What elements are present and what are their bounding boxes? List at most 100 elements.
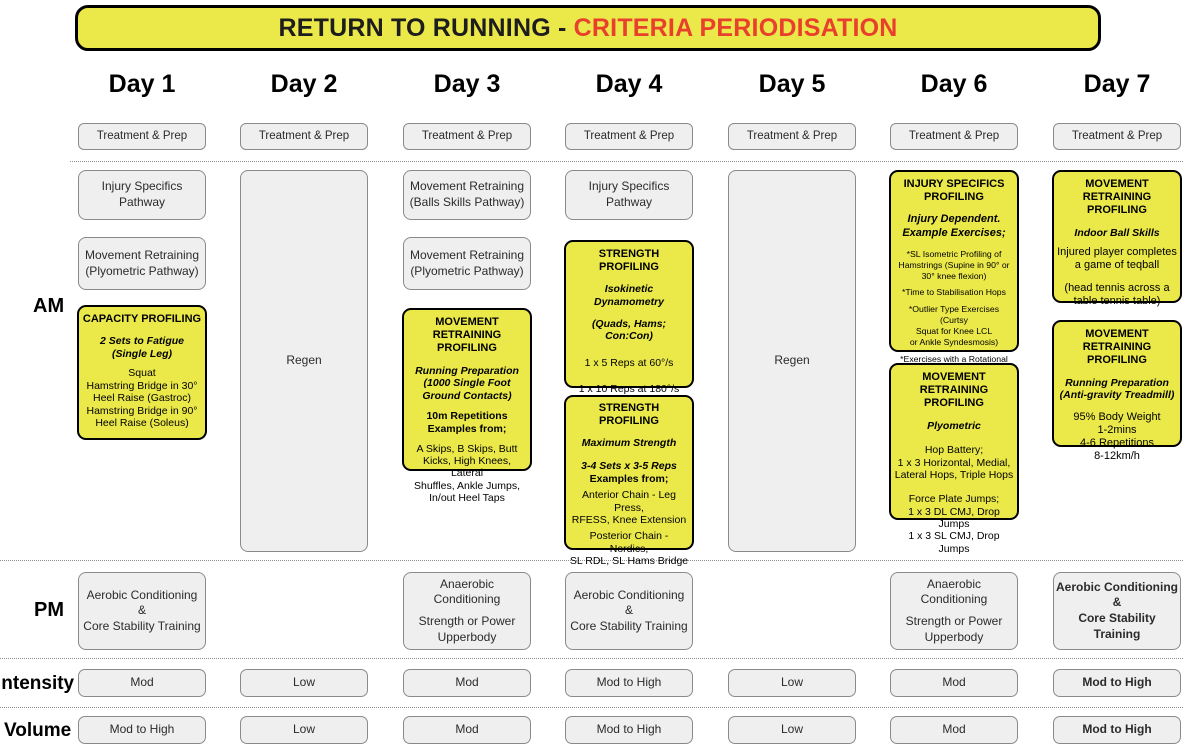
- am-day3-movement-retraining-profiling: MOVEMENT RETRAINING PROFILING Running Pr…: [402, 308, 532, 504]
- intensity-day6: Mod: [890, 669, 1018, 697]
- am-day5-regen: Regen: [728, 170, 856, 552]
- d7-p1-title: MOVEMENT RETRAINING PROFILING: [1082, 178, 1152, 217]
- volume-day5: Low: [728, 716, 856, 744]
- treatment-box-day2: Treatment & Prep: [240, 123, 368, 150]
- day-header-1: Day 1: [108, 70, 176, 98]
- pm-day3-strength: Strength or Power Upperbody: [418, 614, 516, 644]
- d7-p1-sec2: (head tennis across a table tennis table…: [1064, 282, 1170, 308]
- d6-p1-subtitle: Injury Dependent. Example Exercises;: [902, 213, 1006, 239]
- am-day7-antigravity-treadmill: MOVEMENT RETRAINING PROFILING Running Pr…: [1052, 320, 1182, 462]
- am-day6-injury-specifics-profiling: INJURY SPECIFICS PROFILING Injury Depend…: [889, 170, 1019, 375]
- d7-p2-sec1: 95% Body Weight 1-2mins 4-6 Repetitions …: [1073, 410, 1161, 462]
- d3-profiling-title: MOVEMENT RETRAINING PROFILING: [432, 316, 502, 355]
- d3-profiling-subtitle: Running Preparation (1000 Single Foot Gr…: [415, 364, 519, 402]
- day-header-3: Day 3: [433, 70, 501, 98]
- row-label-am: AM: [33, 295, 65, 317]
- day-header-7: Day 7: [1083, 70, 1151, 98]
- d6-p1-sec1: *SL Isometric Profiling of Hamstrings (S…: [898, 248, 1010, 281]
- intensity-day3: Mod: [403, 669, 531, 697]
- treatment-box-day4: Treatment & Prep: [565, 123, 693, 150]
- day-header-4: Day 4: [595, 70, 663, 98]
- capacity-profiling-subtitle: 2 Sets to Fatigue (Single Leg): [99, 335, 184, 360]
- row-label-intensity: Intensity: [0, 673, 75, 694]
- am-day1-capacity-profiling: CAPACITY PROFILING 2 Sets to Fatigue (Si…: [77, 305, 207, 440]
- d4-p1-subtitle: Isokinetic Dynamometry: [593, 283, 665, 308]
- am-day2-regen: Regen: [240, 170, 368, 552]
- day-header-5: Day 5: [758, 70, 826, 98]
- am-day3-plyometric-pathway: Movement Retraining (Plyometric Pathway): [403, 237, 531, 290]
- volume-day1: Mod to High: [78, 716, 206, 744]
- pm-day4-box: Aerobic Conditioning & Core Stability Tr…: [565, 572, 693, 650]
- d4-p2-subtitle2: 3-4 Sets x 3-5 Reps: [581, 459, 677, 472]
- pm-day6-anaerobic: Anaerobic Conditioning: [920, 576, 988, 607]
- d6-p2-title: MOVEMENT RETRAINING PROFILING: [919, 371, 989, 410]
- d6-p2-subtitle: Plyometric: [927, 419, 981, 432]
- divider-intensity-volume: [0, 707, 1183, 708]
- am-day4-strength-profiling-max: STRENGTH PROFILING Maximum Strength 3-4 …: [564, 395, 694, 596]
- pm-day6-box: Anaerobic Conditioning Strength or Power…: [890, 572, 1018, 650]
- d6-p1-sec3: *Outlier Type Exercises (Curtsy Squat fo…: [908, 304, 1000, 347]
- intensity-day2: Low: [240, 669, 368, 697]
- d4-p1-subtitle2: (Quads, Hams; Con:Con): [591, 317, 667, 343]
- am-day1-injury-specifics: Injury Specifics Pathway: [78, 170, 206, 220]
- d7-p2-subtitle: Running Preparation (Anti-gravity Treadm…: [1059, 376, 1175, 402]
- pm-day7-text: Aerobic Conditioning & Core Stability Tr…: [1056, 579, 1178, 641]
- title-main: RETURN TO RUNNING -: [278, 13, 574, 42]
- d7-p2-title: MOVEMENT RETRAINING PROFILING: [1082, 328, 1152, 367]
- treatment-box-day1: Treatment & Prep: [78, 123, 206, 150]
- divider-pm-intensity: [0, 658, 1183, 659]
- treatment-box-day7: Treatment & Prep: [1053, 123, 1181, 150]
- treatment-box-day6: Treatment & Prep: [890, 123, 1018, 150]
- volume-day3: Mod: [403, 716, 531, 744]
- d4-p2-sec1: Anterior Chain - Leg Press, RFESS, Knee …: [571, 489, 687, 526]
- capacity-profiling-title: CAPACITY PROFILING: [82, 313, 202, 325]
- d4-p2-sec2: Posterior Chain - Nordics, SL RDL, SL Ha…: [569, 530, 689, 568]
- treatment-box-day3: Treatment & Prep: [403, 123, 531, 150]
- pm-day1-box: Aerobic Conditioning & Core Stability Tr…: [78, 572, 206, 650]
- d6-p2-sec1: Hop Battery; 1 x 3 Horizontal, Medial, L…: [894, 444, 1014, 481]
- d4-p1-rep2: 1 x 10 Reps at 180°/s: [578, 382, 680, 395]
- d4-p2-title: STRENGTH PROFILING: [598, 402, 660, 428]
- title-banner: RETURN TO RUNNING - CRITERIA PERIODISATI…: [75, 5, 1101, 51]
- intensity-day7: Mod to High: [1053, 669, 1181, 697]
- intensity-day5: Low: [728, 669, 856, 697]
- pm-day3-box: Anaerobic Conditioning Strength or Power…: [403, 572, 531, 650]
- pm-day3-anaerobic: Anaerobic Conditioning: [433, 576, 501, 607]
- d4-p1-rep1: 1 x 5 Reps at 60°/s: [584, 356, 674, 369]
- pm-day1-text: Aerobic Conditioning & Core Stability Tr…: [83, 587, 201, 633]
- volume-day2: Low: [240, 716, 368, 744]
- title-accent: CRITERIA PERIODISATION: [573, 13, 898, 42]
- day-header-2: Day 2: [270, 70, 338, 98]
- pm-day6-strength: Strength or Power Upperbody: [905, 614, 1003, 644]
- d6-p2-sec2: Force Plate Jumps; 1 x 3 DL CMJ, Drop Ju…: [908, 493, 1000, 555]
- am-day6-movement-retraining-profiling: MOVEMENT RETRAINING PROFILING Plyometric…: [889, 363, 1019, 555]
- d6-p1-sec2: *Time to Stabilisation Hops: [902, 287, 1006, 298]
- d6-p1-title: INJURY SPECIFICS PROFILING: [903, 178, 1005, 204]
- am-day7-indoor-ball-skills: MOVEMENT RETRAINING PROFILING Indoor Bal…: [1052, 170, 1182, 307]
- day-header-6: Day 6: [920, 70, 988, 98]
- volume-day4: Mod to High: [565, 716, 693, 744]
- treatment-box-day5: Treatment & Prep: [728, 123, 856, 150]
- d3-profiling-heading2: 10m Repetitions Examples from;: [426, 410, 508, 435]
- pm-day4-text: Aerobic Conditioning & Core Stability Tr…: [570, 587, 688, 633]
- am-day4-injury-specifics: Injury Specifics Pathway: [565, 170, 693, 220]
- d7-p1-subtitle: Indoor Ball Skills: [1074, 226, 1160, 239]
- intensity-day1: Mod: [78, 669, 206, 697]
- d4-p1-title: STRENGTH PROFILING: [598, 248, 660, 274]
- row-label-volume: Volume: [4, 720, 72, 741]
- am-day4-strength-profiling-isokinetic: STRENGTH PROFILING Isokinetic Dynamometr…: [564, 240, 694, 421]
- row-label-pm: PM: [34, 599, 64, 621]
- intensity-day4: Mod to High: [565, 669, 693, 697]
- divider-am-pm: [0, 560, 1183, 561]
- am-day3-ball-skills: Movement Retraining (Balls Skills Pathwa…: [403, 170, 531, 220]
- pm-day7-box: Aerobic Conditioning & Core Stability Tr…: [1053, 572, 1181, 650]
- d4-p2-subtitle: Maximum Strength: [581, 437, 677, 450]
- volume-day6: Mod: [890, 716, 1018, 744]
- am-day1-movement-retraining: Movement Retraining (Plyometric Pathway): [78, 237, 206, 290]
- d3-profiling-body: A Skips, B Skips, Butt Kicks, High Knees…: [413, 442, 521, 505]
- d7-p1-sec1: Injured player completes a game of teqba…: [1057, 246, 1177, 272]
- volume-day7: Mod to High: [1053, 716, 1181, 744]
- d4-p2-heading2: Examples from;: [589, 472, 669, 485]
- divider-treatment-am: [70, 161, 1183, 162]
